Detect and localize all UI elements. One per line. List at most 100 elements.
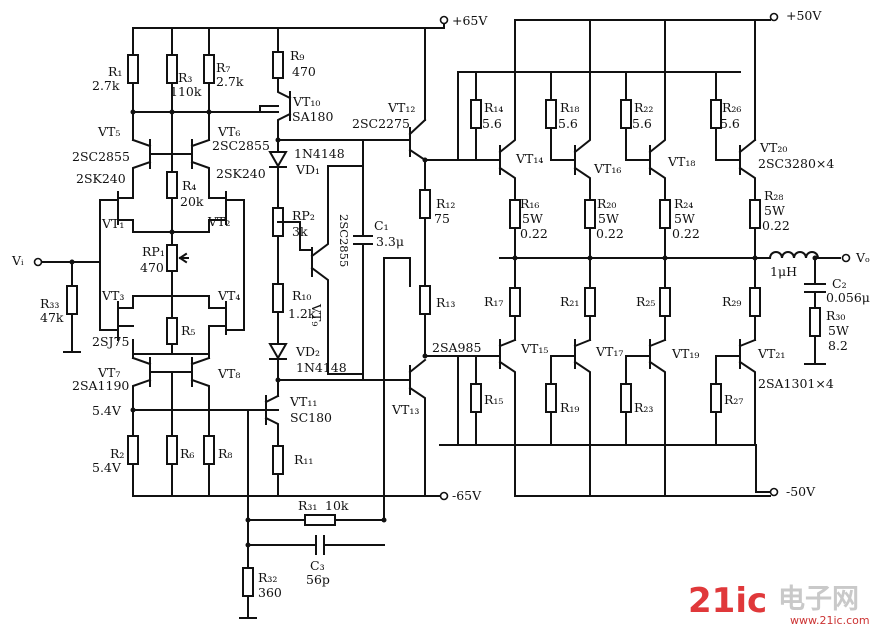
vd2-part: 1N4148 <box>296 360 347 375</box>
rp1-value: 470 <box>140 260 164 275</box>
vt12-part: 2SC2275 <box>352 116 410 131</box>
vt6-label: VT₆ <box>217 124 240 139</box>
r5-label: R₅ <box>181 323 195 338</box>
r1-value: 2.7k <box>92 78 120 93</box>
r18-resistor <box>545 99 557 129</box>
r25-resistor <box>659 287 671 317</box>
vt3-part: 2SJ75 <box>92 334 129 349</box>
r31-value: 10k <box>325 498 349 513</box>
r22-label: R₂₂ <box>634 100 653 115</box>
r19-label: R₁₉ <box>560 400 579 415</box>
r9-resistor <box>272 51 284 79</box>
r28-label: R₂₈ <box>764 188 783 203</box>
r24-power: 5W <box>674 211 695 226</box>
r13-resistor <box>419 285 431 315</box>
vt1-label: VT₁ <box>101 216 124 231</box>
r32-label: R₃₂ <box>258 570 277 585</box>
r14-resistor <box>470 99 482 129</box>
vt10-part: SA180 <box>292 109 333 124</box>
r16-power: 5W <box>522 211 543 226</box>
output-label: Vₒ <box>855 250 870 265</box>
r20-label: R₂₀ <box>597 196 616 211</box>
vt20-label: VT₂₀ <box>759 140 787 155</box>
r10-value: 1.2k <box>288 306 316 321</box>
r21-label: R₂₁ <box>560 294 579 309</box>
r8-label: R₈ <box>218 446 232 461</box>
minus65-terminal <box>439 491 449 501</box>
rp1-potentiometer <box>166 244 178 272</box>
watermark-chinese: 电子网 <box>778 584 859 615</box>
r6-resistor <box>166 435 178 465</box>
vd1-part: 1N4148 <box>294 146 345 161</box>
r2-label: R₂ <box>110 446 124 461</box>
r11-resistor <box>272 445 284 475</box>
r19-resistor <box>545 383 557 413</box>
vt19-label: VT₁₉ <box>671 346 699 361</box>
c3-label: C₃ <box>310 558 325 573</box>
lower-output-devices <box>457 338 771 497</box>
plus50-terminal <box>769 12 779 22</box>
vt11-label: VT₁₁ <box>289 394 317 409</box>
c2-value: 0.056μ <box>826 290 870 305</box>
bias-voltage-label: 5.4V <box>92 403 122 418</box>
r32-value: 360 <box>258 585 282 600</box>
c1-label: C₁ <box>374 218 389 233</box>
vt6-part: 2SC2855 <box>212 138 270 153</box>
r12-value: 75 <box>434 211 450 226</box>
inductor-coil <box>768 251 841 260</box>
vt17-label: VT₁₇ <box>595 344 623 359</box>
vt15-label: VT₁₅ <box>520 341 548 356</box>
vd1-diode <box>268 151 288 169</box>
vt7-part: 2SA1190 <box>72 378 129 393</box>
r23-label: R₂₃ <box>634 400 653 415</box>
r20-value: 0.22 <box>596 226 624 241</box>
r5-resistor <box>166 317 178 345</box>
r33-value: 47k <box>40 310 64 325</box>
r27-label: R₂₇ <box>724 392 743 407</box>
r12-label: R₁₂ <box>436 196 455 211</box>
vt2-label: VT₂ <box>207 214 230 229</box>
vt13-label: VT₁₃ <box>391 402 419 417</box>
r32-resistor <box>242 567 254 597</box>
vt1-part: 2SK240 <box>76 171 126 186</box>
rp2-label: RP₂ <box>292 208 315 223</box>
r22-resistor <box>620 99 632 129</box>
r28-value: 0.22 <box>762 218 790 233</box>
r14-value: 5.6 <box>482 116 502 131</box>
watermark-brand: 21ic <box>688 581 767 621</box>
r25-label: R₂₅ <box>636 294 655 309</box>
c3-value: 56p <box>306 572 330 587</box>
vt8-label: VT₈ <box>217 366 240 381</box>
vt13-part: 2SA985 <box>432 340 481 355</box>
vt21-label: VT₂₁ <box>757 346 785 361</box>
r30-label: R₃₀ <box>826 308 845 323</box>
r15-resistor <box>470 383 482 413</box>
vt9-part: 2SC2855 <box>337 214 351 267</box>
vt16-label: VT₁₆ <box>593 161 621 176</box>
r26-value: 5.6 <box>720 116 740 131</box>
r10-label: R₁₀ <box>292 288 311 303</box>
r22-value: 5.6 <box>632 116 652 131</box>
r28-resistor <box>749 199 761 229</box>
r1-resistor <box>127 54 139 84</box>
r17-label: R₁₇ <box>484 294 503 309</box>
r2-value: 5.4V <box>92 460 122 475</box>
c1-value: 3.3μ <box>376 234 404 249</box>
vt2-part: 2SK240 <box>216 166 266 181</box>
minus50-label: -50V <box>786 484 816 499</box>
minus50-terminal <box>769 487 779 497</box>
r23-resistor <box>620 383 632 413</box>
upper-output-devices <box>470 71 757 201</box>
r21-resistor <box>584 287 596 317</box>
r8-resistor <box>203 435 215 465</box>
plus50-label: +50V <box>786 8 822 23</box>
minus65-label: -65V <box>452 488 482 503</box>
r2-resistor <box>127 435 139 465</box>
vt5-part: 2SC2855 <box>72 149 130 164</box>
r18-value: 5.6 <box>558 116 578 131</box>
r3-value: 110k <box>170 84 202 99</box>
r24-resistor <box>659 199 671 229</box>
plus65-terminal <box>439 15 449 25</box>
r1-label: R₁ <box>108 64 122 79</box>
